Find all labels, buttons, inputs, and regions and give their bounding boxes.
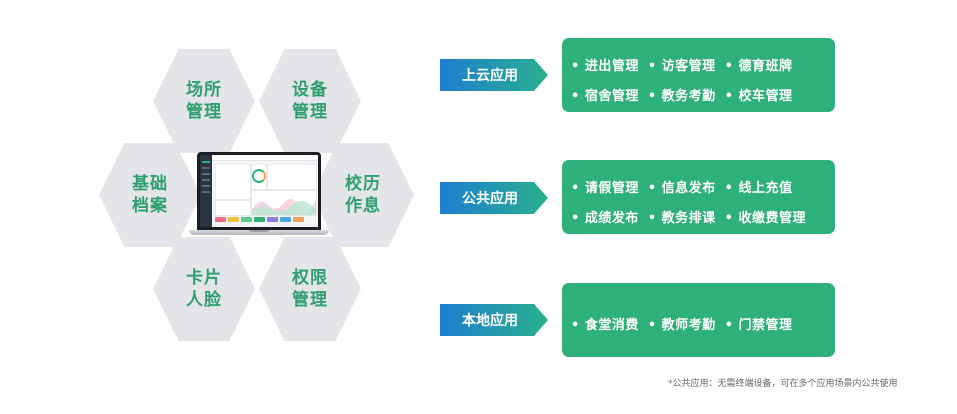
- hex-label: 设备 管理: [292, 80, 328, 122]
- category-tag-label: 公共应用: [462, 191, 518, 207]
- dashboard-chip: [280, 217, 291, 222]
- feature-item: 教务考勤: [648, 85, 716, 104]
- feature-item: 访客管理: [648, 55, 716, 74]
- laptop-notch: [249, 230, 269, 232]
- hex-permission-management: 权限 管理: [259, 237, 361, 341]
- laptop-illustration: [189, 152, 329, 238]
- dashboard-card: [267, 164, 317, 190]
- feature-item: 进出管理: [571, 55, 639, 74]
- hex-card-face: 卡片 人脸: [153, 237, 255, 341]
- feature-row: 食堂消费 教师考勤 门禁管理: [571, 308, 835, 338]
- dashboard-chip: [293, 217, 304, 222]
- laptop-base: [189, 230, 329, 235]
- feature-item: 请假管理: [571, 177, 639, 196]
- dashboard-chip: [215, 217, 226, 222]
- category-tag-public: 公共应用: [440, 182, 548, 214]
- feature-item: 德育班牌: [725, 55, 793, 74]
- feature-row: 请假管理 信息发布 线上充值: [571, 171, 835, 201]
- dashboard-card: [215, 164, 251, 200]
- feature-box-public: 请假管理 信息发布 线上充值 成绩发布 教务排课 收缴费管理: [562, 160, 835, 234]
- hex-basic-records: 基础 档案: [99, 143, 201, 247]
- category-tag-cloud: 上云应用: [440, 59, 548, 91]
- dashboard-donut-chart: [252, 169, 266, 183]
- feature-item: 信息发布: [648, 177, 716, 196]
- dashboard-chip: [254, 217, 265, 222]
- feature-box-local: 食堂消费 教师考勤 门禁管理: [562, 283, 835, 357]
- feature-item: 收缴费管理: [725, 207, 806, 226]
- hex-label: 卡片 人脸: [186, 268, 222, 310]
- hex-label: 基础 档案: [132, 174, 168, 216]
- hex-venue-management: 场所 管理: [153, 49, 255, 153]
- hex-device-management: 设备 管理: [259, 49, 361, 153]
- dashboard-card: [215, 200, 251, 216]
- dashboard-chart-card: [251, 190, 317, 216]
- laptop-screen-bezel: [197, 152, 321, 230]
- dashboard-chip: [241, 217, 252, 222]
- hex-label: 权限 管理: [292, 268, 328, 310]
- category-tag-label: 本地应用: [462, 313, 518, 329]
- feature-row: 进出管理 访客管理 德育班牌: [571, 49, 835, 79]
- dashboard-chip: [228, 217, 239, 222]
- feature-row: 成绩发布 教务排课 收缴费管理: [571, 201, 835, 231]
- dashboard-chip: [267, 217, 278, 222]
- feature-item: 门禁管理: [725, 314, 793, 333]
- feature-item: 校车管理: [725, 85, 793, 104]
- dashboard-topbar: [212, 155, 318, 161]
- feature-row: 宿舍管理 教务考勤 校车管理: [571, 79, 835, 109]
- feature-box-cloud: 进出管理 访客管理 德育班牌 宿舍管理 教务考勤 校车管理: [562, 38, 835, 112]
- feature-item: 教务排课: [648, 207, 716, 226]
- footnote: *公共应用：无需终端设备，可在多个应用场景内公共使用: [668, 379, 898, 389]
- dashboard-line-chart: [252, 198, 316, 215]
- feature-item: 食堂消费: [571, 314, 639, 333]
- hex-label: 校历 作息: [345, 174, 381, 216]
- feature-item: 教师考勤: [648, 314, 716, 333]
- dashboard-screenshot: [200, 155, 318, 227]
- feature-item: 宿舍管理: [571, 85, 639, 104]
- feature-item: 线上充值: [725, 177, 793, 196]
- hex-label: 场所 管理: [186, 80, 222, 122]
- category-tag-local: 本地应用: [440, 304, 548, 336]
- category-tag-label: 上云应用: [462, 68, 518, 84]
- dashboard-sidebar: [200, 155, 212, 227]
- feature-item: 成绩发布: [571, 207, 639, 226]
